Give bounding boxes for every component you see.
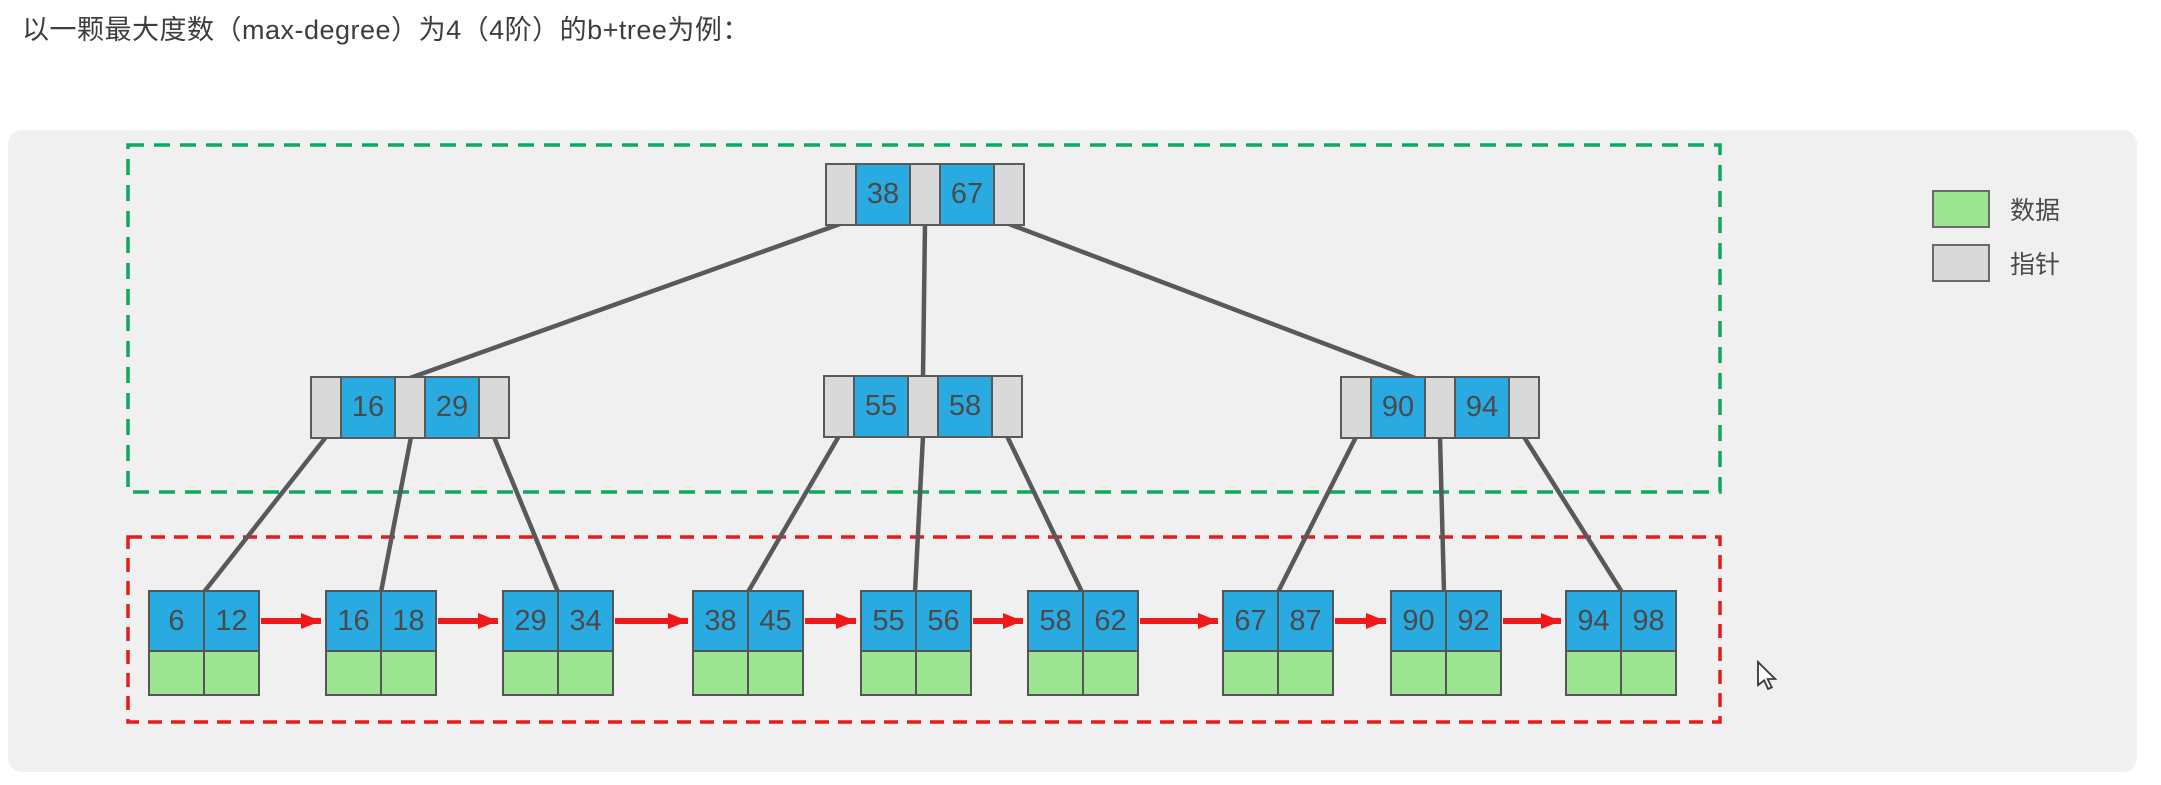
pointer-cell [310, 376, 342, 439]
pointer-cell [825, 163, 857, 226]
legend-item-pointer: 指针 [1932, 244, 2060, 282]
page-title: 以一颗最大度数（max-degree）为4（4阶）的b+tree为例： [22, 15, 750, 45]
data-cell [915, 650, 972, 696]
internal-node: 90 94 [1340, 376, 1540, 439]
key-cell: 38 [855, 163, 911, 226]
pointer-cell [907, 375, 939, 438]
internal-region-outline [126, 143, 1722, 494]
leaf-region-outline [126, 535, 1722, 724]
edge [1274, 433, 1360, 596]
edge [491, 434, 561, 595]
data-cell [380, 650, 437, 696]
mouse-cursor [1757, 659, 1778, 691]
edge [1006, 221, 1418, 381]
pointer-cell [478, 376, 510, 439]
key-cell: 29 [502, 590, 559, 652]
data-cell [1277, 650, 1334, 696]
key-cell: 58 [937, 375, 993, 438]
key-cell: 67 [939, 163, 995, 226]
key-cell: 12 [203, 590, 260, 652]
key-cell: 58 [1027, 590, 1084, 652]
data-cell [1222, 650, 1279, 696]
pointer-cell [394, 376, 426, 439]
key-cell: 90 [1370, 376, 1426, 439]
leaf-node: 58 62 [1027, 590, 1139, 696]
legend-item-data: 数据 [1932, 190, 2060, 228]
key-cell: 87 [1277, 590, 1334, 652]
leaf-node: 6 12 [148, 590, 260, 696]
data-cell [1445, 650, 1502, 696]
pointer-cell [1340, 376, 1372, 439]
leaf-node: 29 34 [502, 590, 614, 696]
data-cell [203, 650, 260, 696]
key-cell: 94 [1565, 590, 1622, 652]
data-swatch [1932, 190, 1990, 228]
key-cell: 29 [424, 376, 480, 439]
key-cell: 55 [860, 590, 917, 652]
pointer-cell [1424, 376, 1456, 439]
data-cell [325, 650, 382, 696]
edge [744, 432, 843, 596]
pointer-cell [909, 163, 941, 226]
data-cell [747, 650, 804, 696]
data-cell [1620, 650, 1677, 696]
edge [1520, 433, 1626, 596]
key-cell: 16 [340, 376, 396, 439]
data-cell [1565, 650, 1622, 696]
key-cell: 6 [148, 590, 205, 652]
leaf-node: 94 98 [1565, 590, 1677, 696]
key-cell: 18 [380, 590, 437, 652]
leaf-node: 55 56 [860, 590, 972, 696]
legend-label: 指针 [2010, 251, 2061, 279]
internal-node: 55 58 [823, 375, 1023, 438]
data-cell [1082, 650, 1139, 696]
legend-label: 数据 [2010, 197, 2061, 225]
edge [1437, 434, 1447, 595]
data-cell [692, 650, 749, 696]
pointer-cell [991, 375, 1023, 438]
key-cell: 62 [1082, 590, 1139, 652]
data-cell [860, 650, 917, 696]
key-cell: 92 [1445, 590, 1502, 652]
key-cell: 67 [1222, 590, 1279, 652]
key-cell: 38 [692, 590, 749, 652]
key-cell: 94 [1454, 376, 1510, 439]
leaf-node: 38 45 [692, 590, 804, 696]
pointer-swatch [1932, 244, 1990, 282]
edge [1003, 432, 1086, 596]
edge [912, 433, 926, 595]
data-cell [1390, 650, 1447, 696]
edge [920, 221, 928, 380]
key-cell: 45 [747, 590, 804, 652]
pointer-cell [993, 163, 1025, 226]
leaf-node: 16 18 [325, 590, 437, 696]
internal-node: 16 29 [310, 376, 510, 439]
data-cell [148, 650, 205, 696]
pointer-cell [1508, 376, 1540, 439]
data-cell [1027, 650, 1084, 696]
key-cell: 90 [1390, 590, 1447, 652]
data-cell [557, 650, 614, 696]
edge [407, 221, 843, 381]
root-node: 38 67 [825, 163, 1025, 226]
key-cell: 55 [853, 375, 909, 438]
leaf-node: 67 87 [1222, 590, 1334, 696]
edge [200, 433, 330, 596]
key-cell: 56 [915, 590, 972, 652]
leaf-node: 90 92 [1390, 590, 1502, 696]
key-cell: 98 [1620, 590, 1677, 652]
edge [378, 434, 414, 595]
key-cell: 34 [557, 590, 614, 652]
pointer-cell [823, 375, 855, 438]
key-cell: 16 [325, 590, 382, 652]
data-cell [502, 650, 559, 696]
